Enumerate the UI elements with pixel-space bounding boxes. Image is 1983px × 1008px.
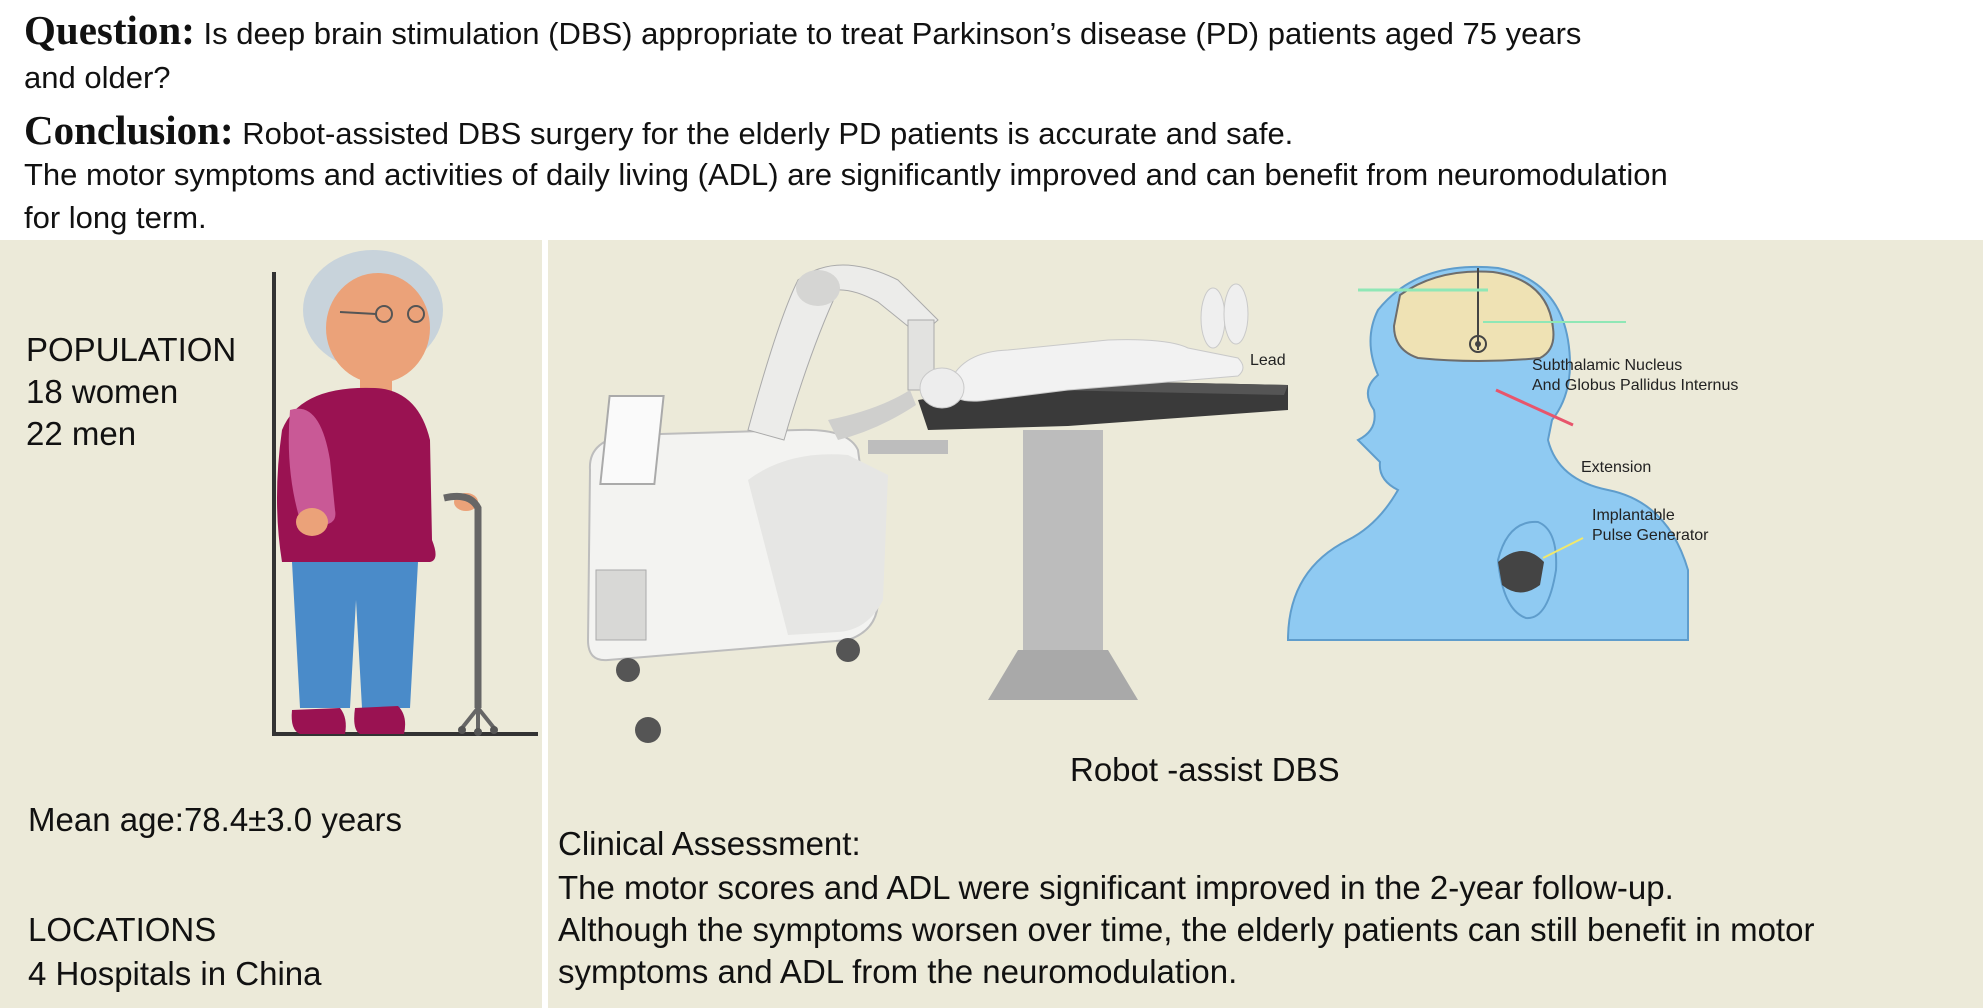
robot-dbs-illustration: Lead Subthalamic Nucleus And Globus Pall… bbox=[586, 264, 1738, 743]
lead-label: Lead bbox=[1250, 352, 1286, 369]
mean-age: Mean age:78.4±3.0 years bbox=[28, 801, 403, 838]
pulse-generator bbox=[1498, 551, 1544, 593]
surgical-robot bbox=[586, 264, 948, 743]
panel-divider bbox=[542, 240, 548, 1008]
question-line: Question: Is deep brain stimulation (DBS… bbox=[24, 10, 1581, 54]
illustration-caption: Robot -assist DBS bbox=[1070, 751, 1340, 788]
nucleus-label-2: And Globus Pallidus Internus bbox=[1532, 377, 1738, 394]
operating-table bbox=[918, 283, 1288, 700]
question-text-cont: and older? bbox=[24, 60, 171, 95]
locations-title: LOCATIONS bbox=[28, 911, 217, 948]
population-panel: POPULATION 18 women 22 men Mean age:78.4… bbox=[0, 240, 542, 1008]
hand bbox=[296, 508, 328, 536]
face bbox=[326, 273, 430, 383]
assessment-title: Clinical Assessment: bbox=[558, 825, 861, 862]
conclusion-label: Conclusion: bbox=[24, 107, 234, 153]
shoe-right bbox=[354, 706, 406, 734]
header: Question: Is deep brain stimulation (DBS… bbox=[0, 0, 1983, 238]
extension-pointer bbox=[1495, 388, 1574, 427]
question-text: Is deep brain stimulation (DBS) appropri… bbox=[203, 16, 1582, 51]
shoe-left bbox=[291, 708, 346, 734]
assessment-line-2: Although the symptoms worsen over time, … bbox=[558, 911, 1815, 948]
elderly-woman-illustration bbox=[272, 250, 538, 736]
extension-label: Extension bbox=[1581, 459, 1651, 476]
assessment-line-3: symptoms and ADL from the neuromodulatio… bbox=[558, 953, 1238, 990]
ipg-label-2: Pulse Generator bbox=[1592, 527, 1709, 544]
assessment-line-1: The motor scores and ADL were significan… bbox=[558, 869, 1674, 906]
conclusion-text-3: for long term. bbox=[24, 200, 207, 235]
head-silhouette bbox=[1286, 265, 1689, 641]
arm bbox=[288, 408, 336, 525]
conclusion-line: Conclusion: Robot-assisted DBS surgery f… bbox=[24, 110, 1293, 154]
nucleus-label-1: Subthalamic Nucleus bbox=[1532, 357, 1682, 374]
conclusion-text-2: The motor symptoms and activities of dai… bbox=[24, 157, 1668, 192]
question-label: Question: bbox=[24, 7, 195, 53]
ipg-label-1: Implantable bbox=[1592, 507, 1675, 524]
cane bbox=[443, 492, 482, 708]
pants bbox=[292, 562, 418, 708]
men-count: 22 men bbox=[26, 415, 137, 452]
population-title: POPULATION bbox=[26, 331, 237, 368]
locations-value: 4 Hospitals in China bbox=[28, 955, 322, 992]
ipg-pointer bbox=[1542, 537, 1584, 559]
procedure-panel: Lead Subthalamic Nucleus And Globus Pall… bbox=[548, 240, 1983, 1008]
women-count: 18 women bbox=[26, 373, 179, 410]
conclusion-text: Robot-assisted DBS surgery for the elder… bbox=[242, 116, 1294, 151]
